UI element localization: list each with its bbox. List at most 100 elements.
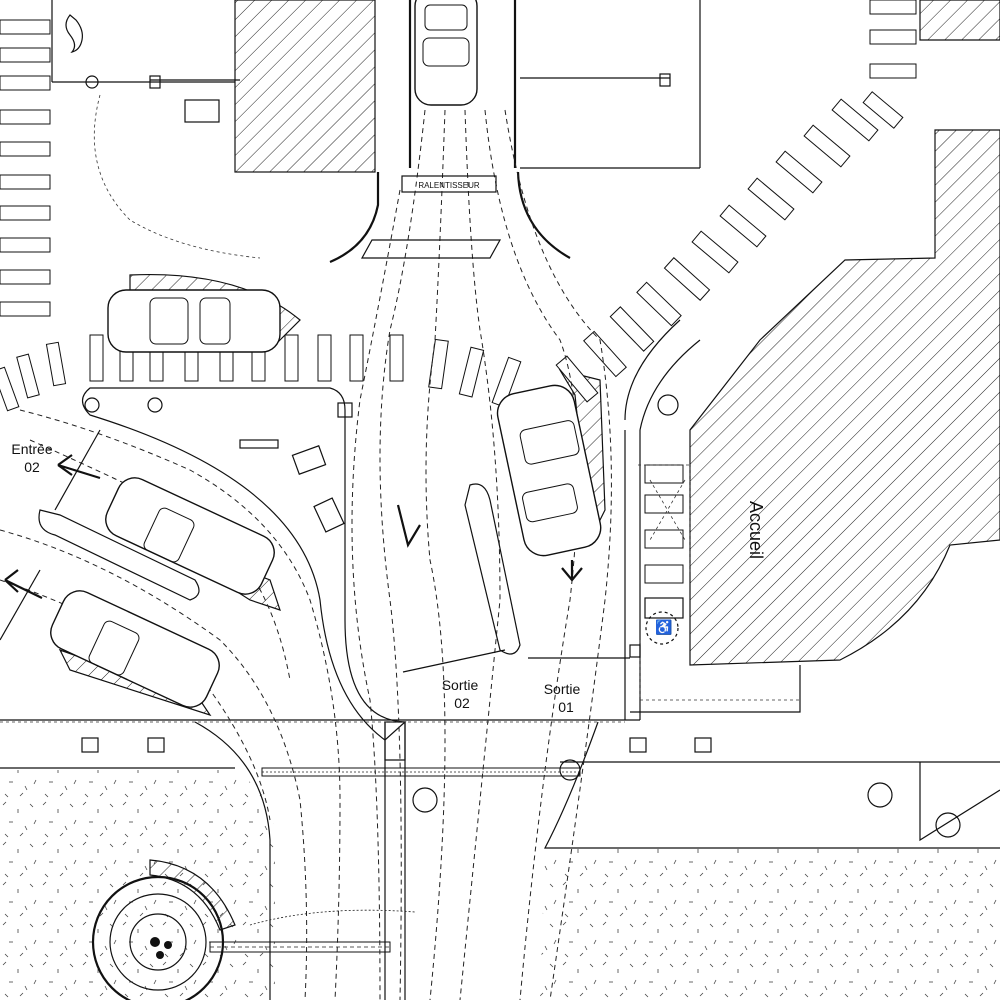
accueil-label: Accueil: [746, 501, 766, 559]
crosswalk-stripe: [869, 0, 917, 15]
post: [659, 73, 671, 87]
sidewalk-curve-right: [639, 339, 701, 431]
path-line: [425, 109, 446, 1000]
bollard: [657, 394, 679, 416]
sortie-01-label-line2: 01: [558, 699, 574, 715]
bollard: [84, 397, 100, 413]
tree: [91, 859, 236, 1000]
traffic-island-left: [81, 387, 407, 741]
post: [629, 644, 641, 658]
barrier-rail: [261, 767, 581, 777]
utility-box: [629, 737, 647, 753]
island-parking-lower: [38, 509, 200, 601]
planted-areas: [0, 770, 1000, 1000]
crosswalk-stripe: [663, 257, 711, 301]
car-left-mid: [105, 477, 275, 595]
speed-bump: RALENTISSEUR: [360, 175, 502, 259]
sidewalk-curve-right-2: [624, 319, 681, 421]
crosswalk-stripe: [747, 177, 795, 221]
crosswalk-stripe: [284, 334, 299, 382]
path-line: [379, 109, 426, 1000]
bollard: [867, 782, 893, 808]
tree-pit-mid: [109, 893, 207, 991]
crosswalk-stripe: [775, 150, 823, 194]
curb-arc-left: [329, 172, 380, 264]
curb-arc-right: [516, 171, 571, 259]
gate-arm: [402, 649, 506, 673]
car-top: [414, 0, 478, 106]
building-top-left-hatch: [234, 0, 376, 173]
building-hatched-areas: [58, 0, 1000, 717]
crosswalk-stripe: [317, 334, 332, 382]
glyph-top-left: [65, 14, 83, 54]
speed-bump-label: RALENTISSEUR: [418, 181, 480, 190]
crosswalk-stripe: [609, 306, 655, 352]
bollard: [559, 759, 581, 781]
fence-right: [630, 665, 801, 713]
tree-trunk: [150, 937, 160, 947]
car-windshield: [88, 620, 140, 676]
car-center-right: [496, 384, 602, 557]
median-nose: [384, 721, 406, 761]
path-line: [19, 409, 341, 1000]
sortie-02-label-line2: 02: [454, 695, 470, 711]
crosswalk-stripe: [803, 124, 851, 168]
planted-area-right: [540, 848, 1000, 1000]
traffic-island-center: [464, 483, 521, 655]
car-body: [414, 0, 478, 106]
crosswalk-stripe: [719, 204, 767, 248]
utility-box: [694, 737, 712, 753]
crosswalk-stripe: [45, 341, 67, 387]
crosswalk-diagonal: [555, 91, 904, 403]
crosswalk-stripe: [0, 109, 51, 125]
gate-arm: [0, 569, 41, 641]
crosswalk-stripe: [644, 529, 684, 549]
car-windshield: [149, 297, 189, 345]
car-windshield: [519, 420, 580, 465]
accueil-building: [689, 129, 1000, 666]
bollard: [147, 397, 163, 413]
direction-arrow-icon: [4, 569, 43, 599]
car-left-top: [107, 289, 281, 353]
barrier-curve: [249, 909, 416, 926]
sortie-01-label-line1: Sortie: [544, 681, 581, 697]
building-top-right-hatch: [919, 0, 1000, 41]
islands: [38, 319, 701, 761]
vehicle-paths: [0, 94, 800, 1000]
sign-panel: [291, 445, 327, 475]
fixtures: [0, 73, 961, 838]
crosswalk-stripe: [0, 75, 51, 91]
crosswalk-right-vertical: [644, 464, 684, 584]
path-line: [504, 109, 612, 1000]
crosswalk-stripe: [0, 174, 51, 190]
accessible-parking: ♿: [644, 597, 684, 645]
crosswalk-stripe: [691, 230, 739, 274]
crosswalk-stripe: [831, 98, 879, 142]
car-body: [107, 289, 281, 353]
crosswalk-stripe: [869, 63, 917, 79]
crosswalk-stripe: [644, 494, 684, 514]
path-line: [93, 94, 261, 259]
meter-box: [184, 99, 220, 123]
tree-trunk: [164, 941, 172, 949]
crosswalk-top-right: [869, 0, 917, 79]
crosswalk-stripe: [862, 91, 904, 129]
sign-panel: [239, 439, 279, 449]
building-corner-lower: [919, 762, 1000, 842]
sidewalk-right: [624, 430, 641, 720]
planted-area-left: [0, 770, 275, 1000]
crosswalk-stripe: [644, 564, 684, 584]
path-line: [351, 189, 401, 1000]
sign-panel: [313, 497, 345, 533]
crosswalk-stripe: [0, 141, 51, 157]
crosswalk-stripe: [0, 301, 51, 317]
utility-box: [337, 402, 353, 418]
crosswalk-stripe: [16, 353, 40, 399]
crosswalk-stripe: [583, 330, 627, 378]
crosswalk-stripe: [89, 334, 104, 382]
speed-bump-box: [401, 175, 497, 193]
crosswalk-stripe: [869, 29, 917, 45]
